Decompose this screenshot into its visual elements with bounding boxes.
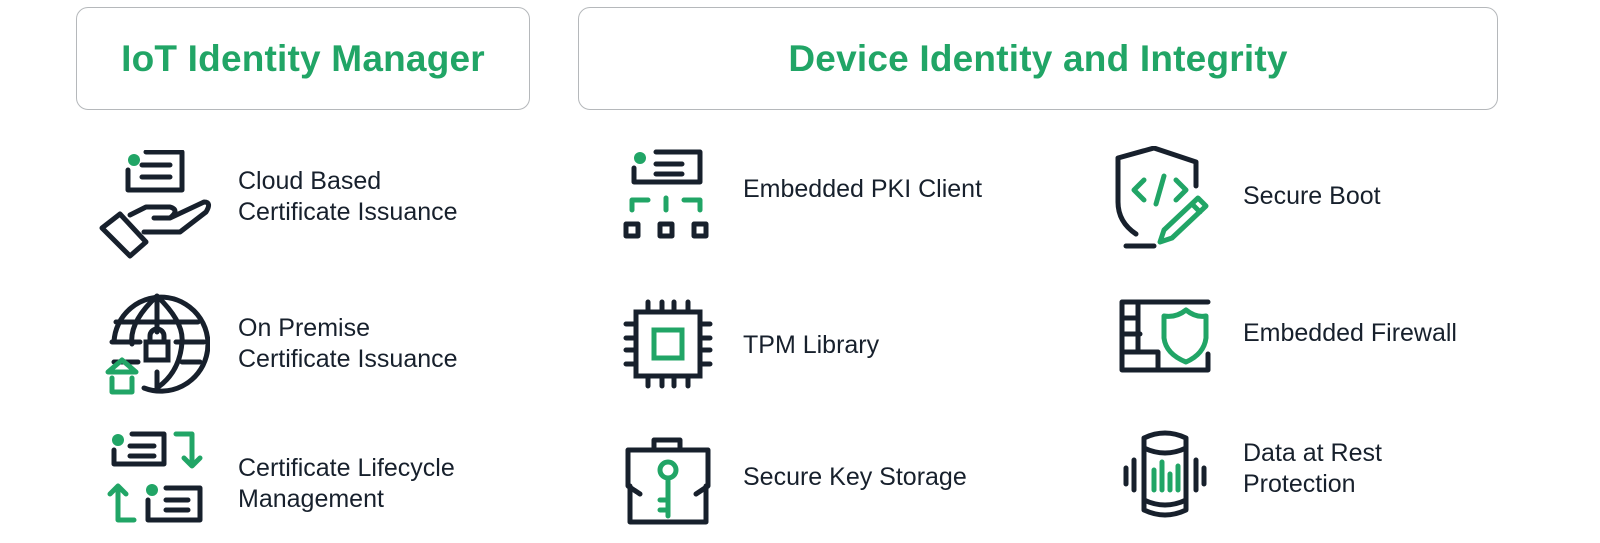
firewall-shield-icon [1118,298,1212,374]
certificate-network-icon [622,148,712,244]
feature-label: Embedded Firewall [1243,319,1457,347]
chip-icon [622,298,714,390]
feature-label: Embedded PKI Client [743,175,983,203]
section-header-iot-identity-manager: IoT Identity Manager [76,7,530,110]
database-activity-icon [1122,428,1208,522]
section-title: Device Identity and Integrity [788,37,1288,79]
feature-label: Secure Boot [1243,182,1381,210]
feature-label: TPM Library [743,331,880,359]
briefcase-key-icon [624,436,712,528]
section-title: IoT Identity Manager [121,37,485,79]
hand-certificate-icon [98,150,216,262]
certificate-cycle-icon [104,430,210,524]
feature-label: Secure Key Storage [743,463,967,491]
section-header-device-identity: Device Identity and Integrity [578,7,1498,110]
globe-lock-home-icon [104,292,210,396]
shield-code-icon [1114,146,1212,250]
